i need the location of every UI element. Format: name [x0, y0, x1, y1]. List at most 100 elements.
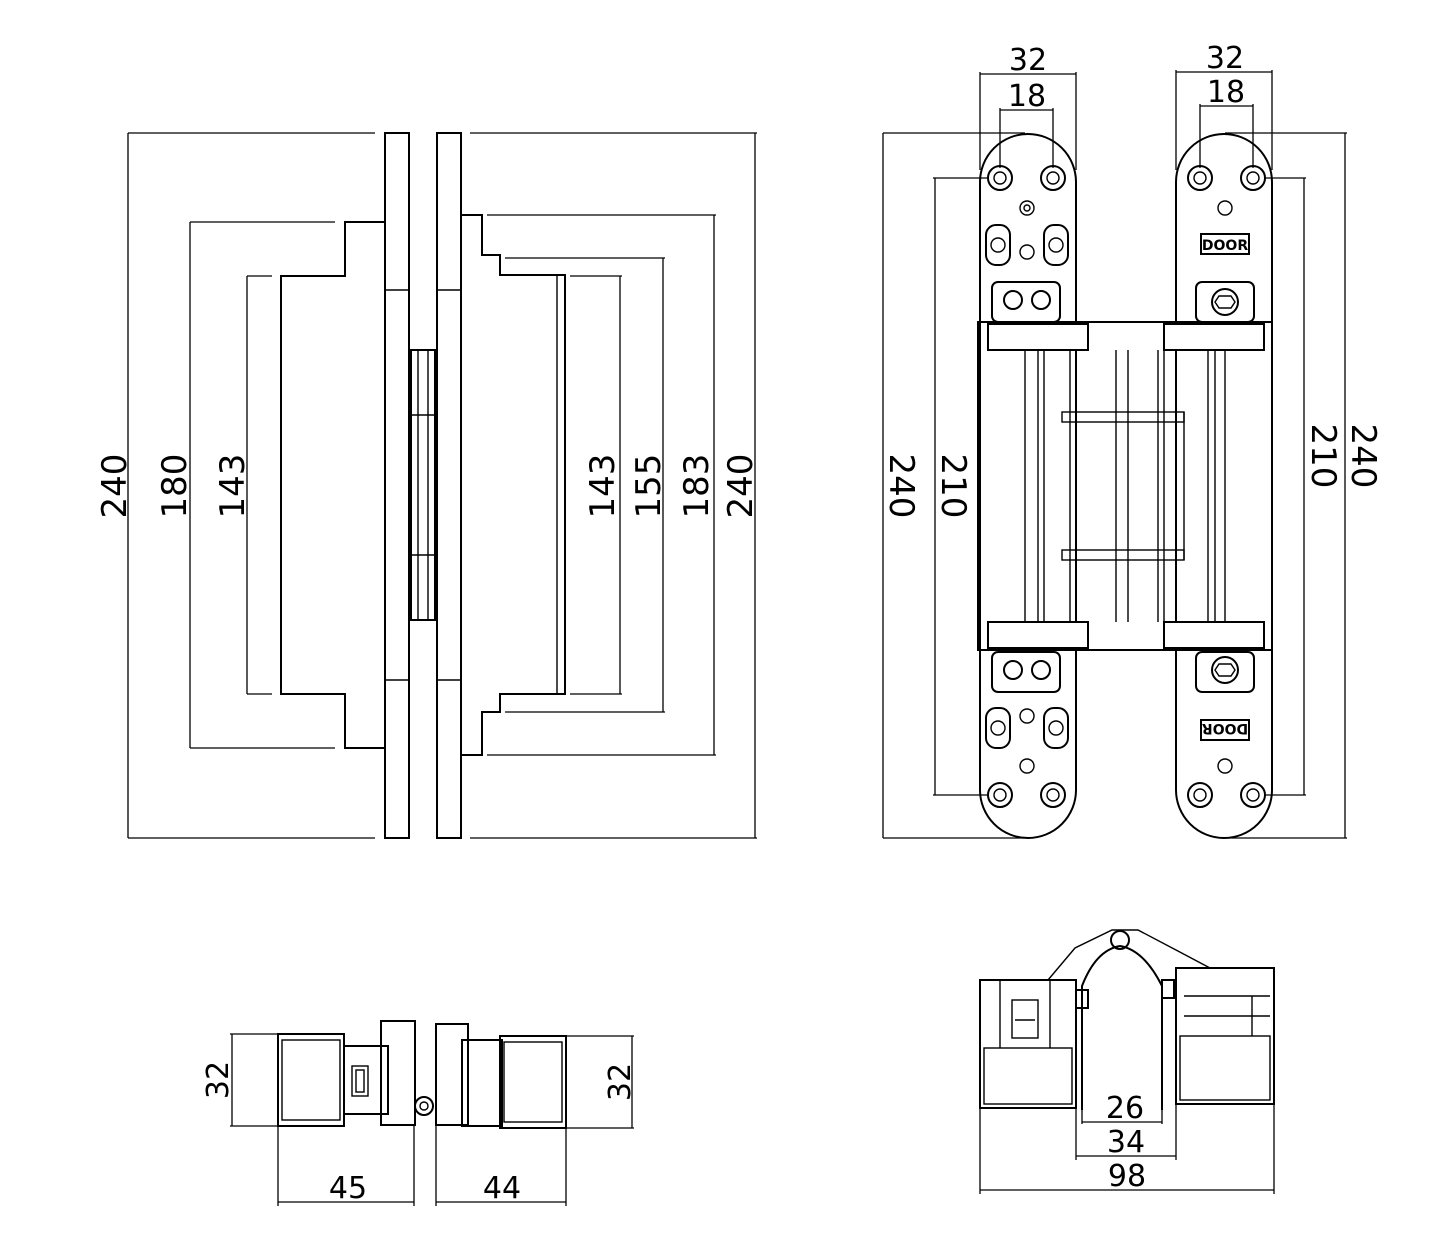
- dim-label-26: 26: [1106, 1091, 1144, 1126]
- open-left-inner: [983, 1047, 1073, 1105]
- left-slot: [351, 1065, 369, 1097]
- center-mechanism: [977, 321, 1273, 651]
- hole-icon: [1217, 200, 1233, 216]
- link-bar: [1061, 549, 1185, 561]
- left-bottom-holes: [985, 651, 1069, 808]
- dim-label-r143: 143: [583, 454, 623, 519]
- right-leaf-edge: [435, 1023, 469, 1126]
- hole-icon: [1193, 788, 1207, 802]
- dim-label-143: 143: [213, 454, 253, 519]
- door-label-bottom: DOOR: [1202, 720, 1248, 736]
- pivot-icon: [419, 1101, 429, 1111]
- link-bar: [1061, 411, 1185, 423]
- dim-label-240: 240: [95, 454, 135, 519]
- right-body-inner: [503, 1041, 563, 1123]
- dim-label-f210-right: 210: [1303, 424, 1343, 489]
- hole-icon: [993, 171, 1007, 185]
- open-right-inner: [1179, 1035, 1271, 1101]
- slot-icon: [1043, 707, 1069, 749]
- left-slot-inner: [355, 1069, 365, 1093]
- dim-label-155: 155: [629, 454, 669, 519]
- hole-icon: [990, 720, 1006, 736]
- hole-icon: [987, 782, 1013, 808]
- dim-label-45: 45: [329, 1171, 367, 1206]
- hole-icon: [1040, 782, 1066, 808]
- right-body-notches: [437, 289, 461, 681]
- dim-label-98: 98: [1108, 1159, 1146, 1194]
- left-mid-block: [343, 1045, 389, 1115]
- left-leaf-edge: [380, 1020, 416, 1126]
- right-bottom-holes: DOOR: [1187, 651, 1266, 808]
- lower-right-cap: [1163, 621, 1265, 649]
- right-leaf-plate: [436, 132, 462, 839]
- center-knuckle: [410, 349, 436, 621]
- open-arm: [1081, 944, 1163, 1110]
- right-top-holes: DOOR: [1187, 165, 1266, 323]
- dim-label-r240: 240: [721, 454, 761, 519]
- hole-icon: [1046, 171, 1060, 185]
- dim-label-32-left: 32: [1009, 43, 1047, 78]
- pivot-icon: [414, 1096, 434, 1116]
- dim-label-183: 183: [677, 454, 717, 519]
- left-top-holes: [985, 165, 1069, 323]
- lower-left-cap: [987, 621, 1089, 649]
- dim-label-180: 180: [155, 454, 195, 519]
- left-body-block: [277, 1033, 345, 1127]
- hole-icon: [1187, 782, 1213, 808]
- slot-icon: [985, 224, 1011, 266]
- hole-icon: [1193, 171, 1207, 185]
- front-dimensions: [882, 70, 1347, 839]
- right-body-outline: [461, 214, 566, 756]
- open-pin-left: [1075, 989, 1089, 1009]
- open-arm-link: [1047, 929, 1211, 981]
- side-view: 240 180 143 143 155 183 240: [95, 132, 761, 839]
- hex-socket-icon: [1214, 295, 1236, 309]
- door-label-top: DOOR: [1202, 238, 1248, 254]
- upper-left-cap: [987, 323, 1089, 351]
- hole-icon: [1187, 165, 1213, 191]
- top-view-closed: [230, 1020, 634, 1206]
- hole-icon: [993, 788, 1007, 802]
- hole-icon: [1031, 290, 1051, 310]
- door-label-box: [1200, 719, 1250, 741]
- dim-label-f240-right: 240: [1343, 424, 1383, 489]
- hole-icon: [1019, 758, 1035, 774]
- hole-icon: [1019, 244, 1035, 260]
- side-left-dimensions: [127, 132, 375, 839]
- hole-icon: [1019, 708, 1035, 724]
- mount-block: [991, 651, 1061, 693]
- mount-block: [1195, 651, 1255, 693]
- hole-icon: [1003, 660, 1023, 680]
- dim-label-18-left: 18: [1008, 79, 1046, 114]
- upper-right-cap: [1163, 323, 1265, 351]
- dim-label-f210-left: 210: [933, 454, 973, 519]
- dim-label-tv32-left: 32: [201, 1061, 236, 1099]
- hole-icon: [1046, 788, 1060, 802]
- dim-label-18-right: 18: [1207, 75, 1245, 110]
- left-front-plate: [979, 133, 1077, 839]
- side-right-dimensions: [470, 132, 757, 839]
- hole-icon: [1246, 788, 1260, 802]
- left-body-outline: [280, 221, 385, 749]
- hole-icon: [1048, 237, 1064, 253]
- hole-icon: [1240, 782, 1266, 808]
- top-view-open: [979, 929, 1275, 1194]
- left-body-inner: [281, 1039, 341, 1121]
- hole-icon: [1031, 660, 1051, 680]
- hole-icon: [1246, 171, 1260, 185]
- open-pin-right: [1161, 979, 1175, 999]
- door-label-box: [1200, 233, 1250, 255]
- hole-icon: [1048, 720, 1064, 736]
- open-right-body: [1175, 967, 1275, 1105]
- open-left-body: [979, 979, 1077, 1109]
- slot-icon: [1043, 224, 1069, 266]
- right-mid-block: [461, 1039, 503, 1127]
- hole-icon: [990, 237, 1006, 253]
- mechanism-housing: [977, 321, 1273, 651]
- hole-icon: [987, 165, 1013, 191]
- hole-icon: [1240, 165, 1266, 191]
- adjust-screw-icon: [1211, 288, 1239, 316]
- dim-label-32-right: 32: [1206, 41, 1244, 76]
- dim-label-f240-left: 240: [881, 454, 921, 519]
